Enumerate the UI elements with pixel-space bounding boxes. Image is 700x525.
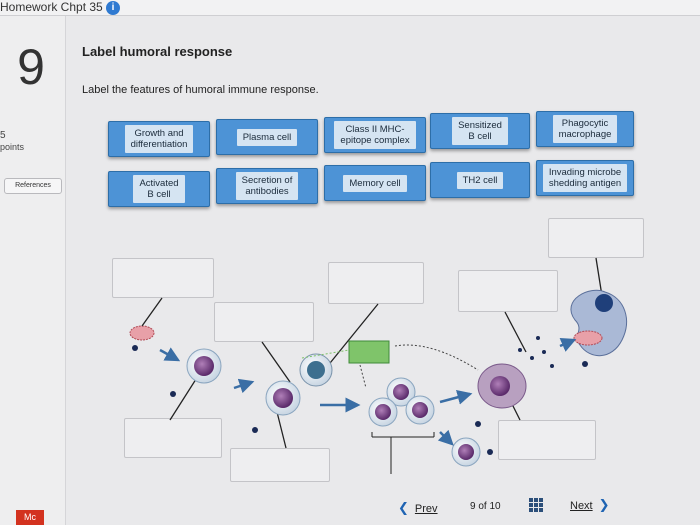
page-of: of <box>478 501 487 512</box>
chevron-right-icon: ❯ <box>598 497 610 512</box>
label-text: Secretion of antibodies <box>235 172 299 200</box>
label-text: Class II MHC- epitope complex <box>334 121 416 149</box>
question-title: Label humoral response <box>82 44 233 59</box>
label-text: TH2 cell <box>456 171 504 189</box>
points-value: 5 <box>0 130 6 141</box>
points-label: points <box>0 142 25 152</box>
question-instruction: Label the features of humoral immune res… <box>82 84 319 96</box>
next-button[interactable]: Next ❯ <box>570 497 610 513</box>
info-icon[interactable]: i <box>106 1 120 15</box>
prev-label: Prev <box>414 503 438 515</box>
page-indicator: 9 of 10 <box>470 501 501 512</box>
label-text: Phagocytic macrophage <box>552 115 618 143</box>
drop-zone-5[interactable] <box>548 218 644 258</box>
label-invading-microbe[interactable]: Invading microbe shedding antigen <box>536 160 634 196</box>
grid-icon[interactable] <box>529 498 543 512</box>
brand-logo: Mc <box>16 510 44 525</box>
next-label: Next <box>570 500 593 512</box>
prev-button[interactable]: ❮ Prev <box>398 500 438 516</box>
top-bar: Homework Chpt 35 i <box>0 0 700 16</box>
label-secretion-antibodies[interactable]: Secretion of antibodies <box>216 168 318 204</box>
label-th2-cell[interactable]: TH2 cell <box>430 162 530 198</box>
label-text: Sensitized B cell <box>452 117 508 145</box>
references-button[interactable]: References <box>4 178 62 194</box>
page-current: 9 <box>470 501 476 512</box>
drop-zone-3[interactable] <box>328 262 424 304</box>
chevron-left-icon: ❮ <box>398 500 409 515</box>
label-text: Activated B cell <box>133 175 185 203</box>
drop-zone-2[interactable] <box>214 302 314 342</box>
label-plasma-cell[interactable]: Plasma cell <box>216 119 318 155</box>
drop-zone-6[interactable] <box>124 418 222 458</box>
label-memory-cell[interactable]: Memory cell <box>324 165 426 201</box>
assignment-title: Homework Chpt 35 <box>0 0 103 14</box>
question-sidebar <box>0 16 66 525</box>
label-activated-b-cell[interactable]: Activated B cell <box>108 171 210 207</box>
question-number: 9 <box>17 39 45 95</box>
label-text: Plasma cell <box>236 128 298 146</box>
label-growth-differentiation[interactable]: Growth and differentiation <box>108 121 210 157</box>
label-sensitized-b-cell[interactable]: Sensitized B cell <box>430 113 530 149</box>
drop-zone-4[interactable] <box>458 270 558 312</box>
label-text: Growth and differentiation <box>124 125 194 153</box>
label-phagocytic-macrophage[interactable]: Phagocytic macrophage <box>536 111 634 147</box>
drop-zone-8[interactable] <box>498 420 596 460</box>
label-class-ii-mhc[interactable]: Class II MHC- epitope complex <box>324 117 426 153</box>
label-text: Memory cell <box>343 174 407 192</box>
drop-zone-7[interactable] <box>230 448 330 482</box>
drop-zone-1[interactable] <box>112 258 214 298</box>
label-text: Invading microbe shedding antigen <box>542 164 628 192</box>
page-total: 10 <box>489 501 501 512</box>
